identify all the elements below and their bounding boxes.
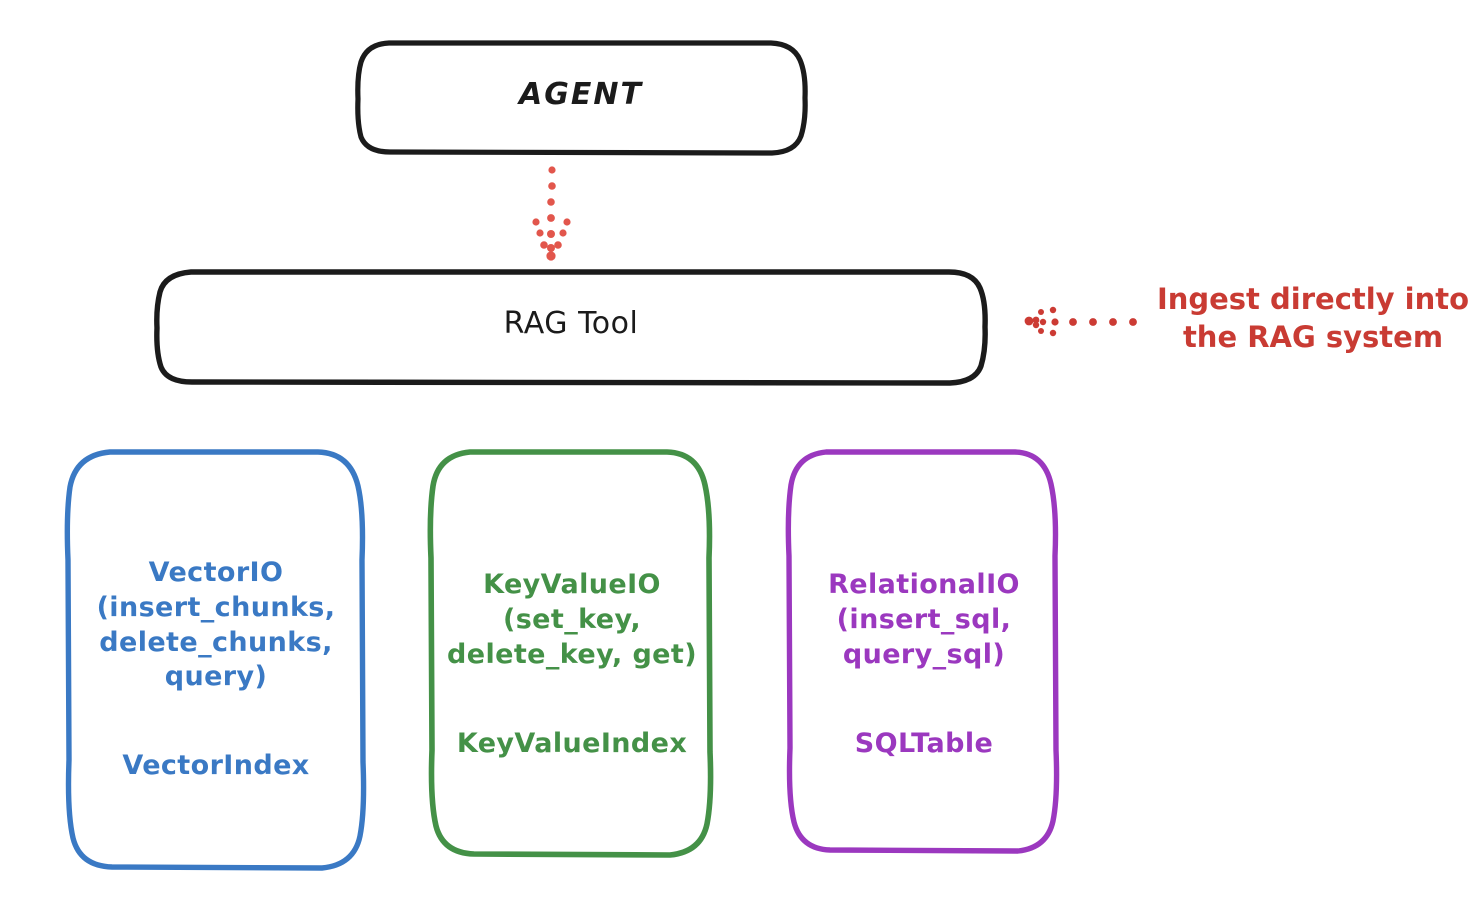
agent-node[interactable] [355,40,808,156]
relational-io-box-outline [785,449,1060,854]
vector-io-box-outline [64,449,367,871]
key-value-io-box-outline [427,449,714,858]
agent-box-outline [355,40,808,156]
agent-to-ragtool-arrow [532,166,571,261]
key-value-io-node[interactable] [427,449,714,858]
relational-io-node[interactable] [785,449,1060,854]
rag-tool-box-outline [154,269,988,386]
rag-tool-node[interactable] [154,269,988,386]
ingest-arrow [1024,306,1137,337]
vector-io-node[interactable] [64,449,367,871]
